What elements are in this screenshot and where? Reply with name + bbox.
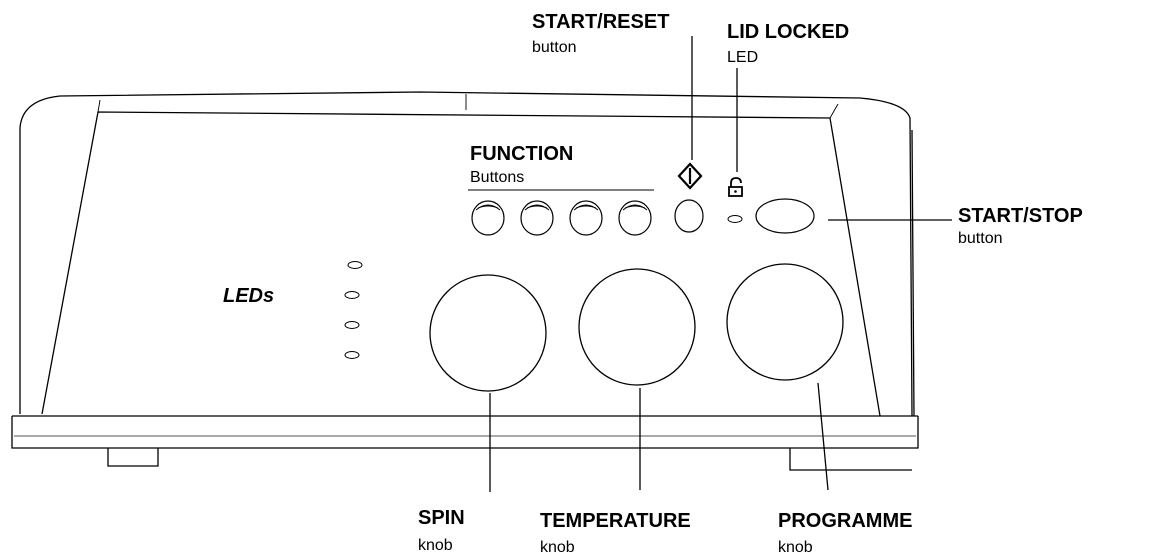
programme-label: PROGRAMME [778, 510, 912, 532]
led-1 [347, 261, 363, 269]
spin-knob[interactable] [429, 274, 547, 392]
lid-locked-led [727, 215, 743, 223]
function-button-4[interactable] [618, 200, 652, 236]
temperature-knob[interactable] [578, 268, 696, 386]
start-stop-label: START/STOP [958, 205, 1083, 227]
start-stop-sublabel: button [958, 230, 1002, 247]
programme-sublabel: knob [778, 539, 813, 556]
function-buttons [471, 200, 652, 236]
function-button-2[interactable] [520, 200, 554, 236]
function-label: FUNCTION [470, 143, 573, 165]
spin-sublabel: knob [418, 537, 453, 554]
function-button-1[interactable] [471, 200, 505, 236]
lid-locked-label: LID LOCKED [727, 21, 849, 43]
start-reset-button[interactable] [674, 199, 704, 233]
panel-housing [11, 91, 919, 471]
start-reset-icon [677, 162, 703, 190]
temperature-label: TEMPERATURE [540, 510, 691, 532]
programme-knob[interactable] [726, 263, 844, 381]
function-sublabel: Buttons [470, 169, 524, 186]
led-column [344, 261, 363, 359]
led-3 [344, 321, 360, 329]
start-stop-button[interactable] [755, 198, 815, 234]
temperature-sublabel: knob [540, 539, 575, 556]
programme-leader [817, 382, 829, 491]
led-2 [344, 291, 360, 299]
start-reset-label: START/RESET [532, 11, 669, 33]
spin-label: SPIN [418, 507, 465, 529]
start-reset-sublabel: button [532, 39, 576, 56]
function-button-3[interactable] [569, 200, 603, 236]
lid-locked-sublabel: LED [727, 49, 758, 66]
padlock-icon [728, 177, 743, 197]
led-4 [344, 351, 360, 359]
leds-label: LEDs [223, 285, 274, 307]
